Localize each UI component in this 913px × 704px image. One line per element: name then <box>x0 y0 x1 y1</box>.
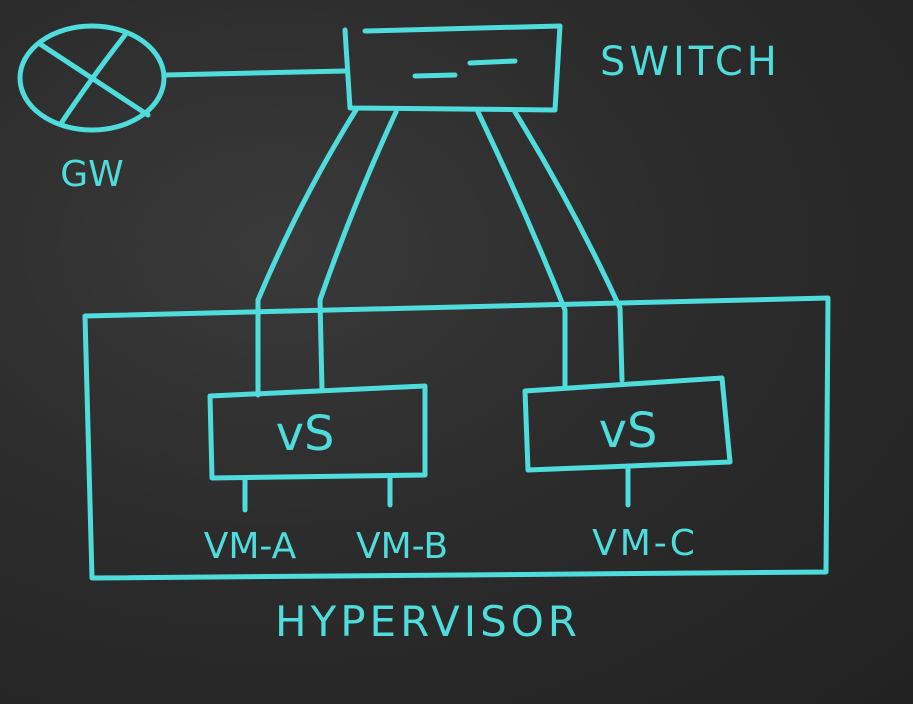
router-icon <box>17 23 167 133</box>
vswitch-left-label: vS <box>276 406 335 462</box>
vm-c-label: VM-C <box>592 523 698 564</box>
switch-port-2 <box>467 58 518 66</box>
gateway-label: GW <box>60 154 124 195</box>
hypervisor-node: HYPERVISOR <box>82 295 831 646</box>
vm-a-label: VM-A <box>204 526 297 567</box>
hypervisor-box <box>82 295 831 581</box>
gateway-node: GW <box>17 23 167 195</box>
uplink-d <box>512 109 625 383</box>
switch-port-1 <box>412 72 458 79</box>
vswitch-right: vS <box>522 375 733 473</box>
vswitch-left-box <box>207 383 428 481</box>
switch-box <box>342 23 563 113</box>
vm-b-label: VM-B <box>356 526 448 567</box>
switch-node: SWITCH <box>342 23 781 113</box>
switch-label: SWITCH <box>600 39 781 85</box>
uplink-b <box>317 109 399 393</box>
vswitch-right-label: vS <box>599 403 658 459</box>
vswitch-left: vS <box>207 383 428 481</box>
router-cross-2 <box>59 32 128 125</box>
uplink-a <box>255 107 359 398</box>
gw-switch-link <box>162 68 348 78</box>
vswitch-right-box <box>522 375 733 473</box>
router-cross-1 <box>37 41 151 118</box>
uplink-c <box>475 109 568 391</box>
hypervisor-label: HYPERVISOR <box>275 597 581 646</box>
